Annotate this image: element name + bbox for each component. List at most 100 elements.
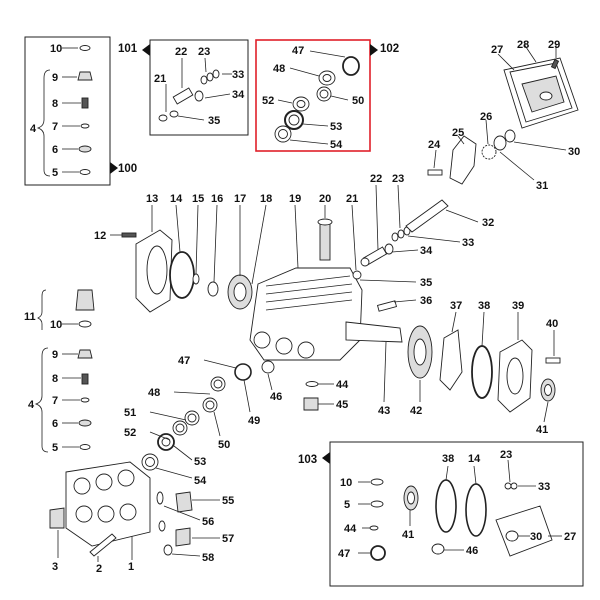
callout-33-main: 33 <box>462 237 474 249</box>
ring-icon <box>192 273 200 285</box>
valve-group-left <box>34 289 95 453</box>
callout-5-kit: 5 <box>344 499 350 511</box>
callout-21-main: 21 <box>346 193 358 205</box>
washer-icon <box>194 90 204 102</box>
callout-19: 19 <box>289 193 301 205</box>
callout-7-mid: 7 <box>52 395 58 407</box>
callout-48-mid: 48 <box>148 387 160 399</box>
callout-16: 16 <box>211 193 223 205</box>
callout-58: 58 <box>202 552 214 564</box>
gear-ring-icon <box>481 144 497 160</box>
callout-23-kit: 23 <box>500 449 512 461</box>
callout-25: 25 <box>452 127 464 139</box>
bolt-icon <box>89 533 117 557</box>
callout-35-main: 35 <box>420 277 432 289</box>
callout-9: 9 <box>52 72 58 84</box>
valve-cap-icon <box>77 71 93 81</box>
ring-icon <box>200 75 208 85</box>
callout-43: 43 <box>378 405 390 417</box>
valve-cap-icon <box>77 349 93 359</box>
callout-45: 45 <box>336 399 348 411</box>
washer-icon <box>384 243 394 255</box>
callout-53-mid: 53 <box>194 456 206 468</box>
callout-44-mid: 44 <box>336 379 349 391</box>
plunger-sleeve-icon <box>172 87 194 105</box>
kit-label-103: 103 <box>298 454 317 466</box>
callout-9-mid: 9 <box>52 349 58 361</box>
callout-22-main: 22 <box>370 173 382 185</box>
callout-47-mid: 47 <box>178 355 190 367</box>
callout-22: 22 <box>175 46 187 58</box>
callout-53: 53 <box>330 121 342 133</box>
callout-7: 7 <box>52 121 58 133</box>
screw-icon <box>550 58 560 70</box>
callout-30-kit: 30 <box>530 531 542 543</box>
callout-15: 15 <box>192 193 204 205</box>
callout-57: 57 <box>222 533 234 545</box>
plug-icon <box>493 135 507 151</box>
o-ring-icon <box>435 479 457 533</box>
callout-1: 1 <box>128 561 134 573</box>
callout-6-mid: 6 <box>52 418 58 430</box>
callout-4: 4 <box>30 123 37 135</box>
plug-icon <box>49 507 65 529</box>
callout-52-mid: 52 <box>124 427 136 439</box>
callout-23-main: 23 <box>392 173 404 185</box>
callout-6: 6 <box>52 144 58 156</box>
callout-26: 26 <box>480 111 492 123</box>
plug-icon <box>175 527 191 547</box>
callout-51: 51 <box>124 407 136 419</box>
callout-40: 40 <box>546 318 558 330</box>
o-ring-icon <box>465 483 487 537</box>
callout-47: 47 <box>292 45 304 57</box>
screw-icon <box>545 357 561 364</box>
callout-4-mid: 4 <box>28 399 35 411</box>
callout-47-kit: 47 <box>338 548 350 560</box>
nut-icon <box>352 270 362 280</box>
callout-29: 29 <box>548 39 560 51</box>
callout-54: 54 <box>330 139 343 151</box>
pump-crankcase-assembly <box>110 184 479 403</box>
callout-14: 14 <box>170 193 183 205</box>
callout-5: 5 <box>52 167 58 179</box>
o-ring-icon <box>471 345 493 399</box>
spring-icon <box>81 373 89 385</box>
callout-13: 13 <box>146 193 158 205</box>
callout-38: 38 <box>478 300 490 312</box>
callout-27-kit: 27 <box>564 531 576 543</box>
kit-label-101: 101 <box>118 43 138 55</box>
spring-icon <box>81 97 89 109</box>
o-ring-icon <box>80 123 90 129</box>
callout-39: 39 <box>512 300 524 312</box>
callout-2: 2 <box>96 563 102 575</box>
crankshaft-icon <box>345 321 403 343</box>
callout-49: 49 <box>248 415 260 427</box>
callout-24: 24 <box>428 139 441 151</box>
o-ring-icon <box>79 45 91 51</box>
kit-box-103 <box>322 441 584 587</box>
callout-34-main: 34 <box>420 245 433 257</box>
oil-dipstick-icon <box>319 221 331 261</box>
callout-17: 17 <box>234 193 246 205</box>
kit-box-100 <box>24 36 118 186</box>
callout-41-kit: 41 <box>402 529 414 541</box>
callout-10-mid: 10 <box>50 319 62 331</box>
ring-icon <box>391 232 399 242</box>
callout-50-mid: 50 <box>218 439 230 451</box>
callout-33-kit: 33 <box>538 481 550 493</box>
callout-3: 3 <box>52 561 58 573</box>
callout-54-mid: 54 <box>194 475 207 487</box>
nut-icon <box>158 114 168 122</box>
callout-55: 55 <box>222 495 234 507</box>
callout-34: 34 <box>232 89 245 101</box>
callout-31: 31 <box>536 180 548 192</box>
callout-46-mid: 46 <box>270 391 282 403</box>
callout-5-mid: 5 <box>52 442 58 454</box>
valve-plug-icon <box>75 289 95 311</box>
callout-10: 10 <box>50 43 62 55</box>
o-ring-icon <box>234 363 252 381</box>
callout-8-mid: 8 <box>52 373 58 385</box>
callout-20: 20 <box>319 193 331 205</box>
o-ring-icon <box>79 169 91 175</box>
